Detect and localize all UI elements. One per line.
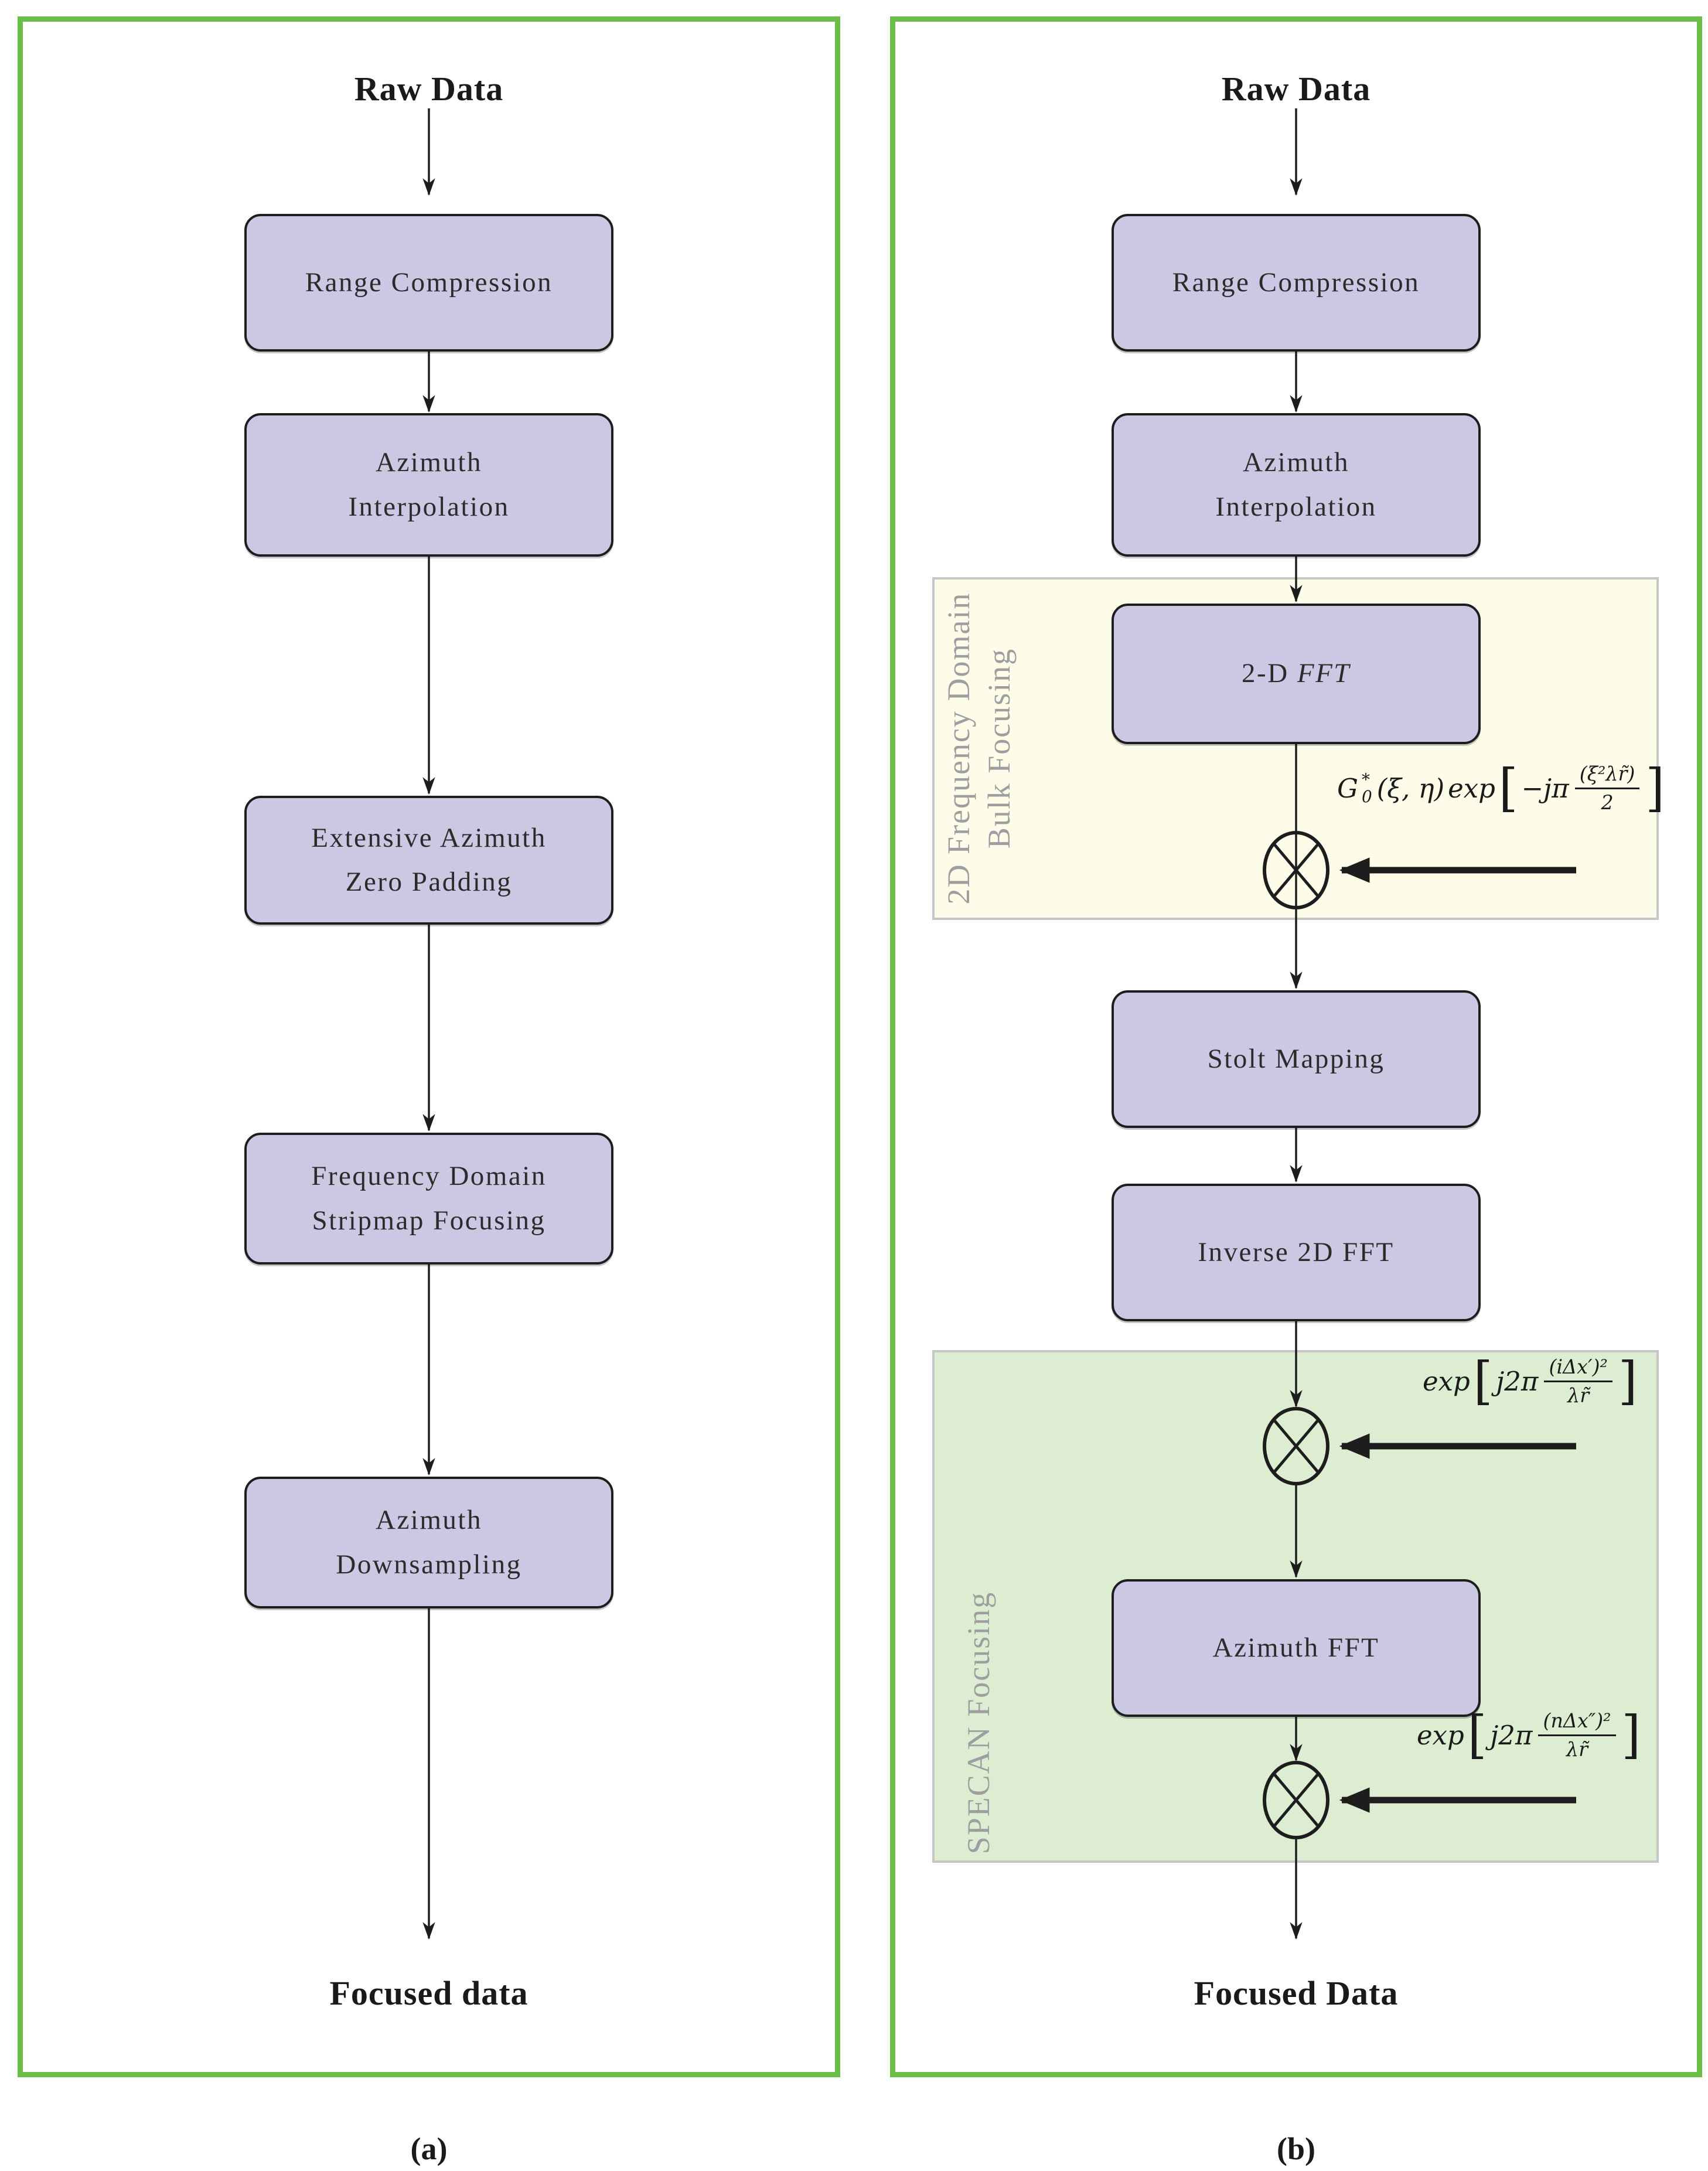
box-label: Azimuth FFT <box>1212 1632 1380 1663</box>
box-label-line2: Zero Padding <box>345 867 513 897</box>
focused-data-label-a: Focused data <box>329 1974 529 2012</box>
box-frequency-domain-stripmap-focusing: Frequency Domain Stripmap Focusing <box>244 1133 613 1265</box>
box-inverse-2d-fft: Inverse 2D FFT <box>1112 1184 1481 1321</box>
formula-fraction: (nΔx″)² λr̃ <box>1538 1709 1616 1761</box>
raw-data-label-b: Raw Data <box>1221 70 1371 108</box>
box-label-line1: Frequency Domain <box>311 1161 547 1192</box>
box-azimuth-downsampling: Azimuth Downsampling <box>244 1477 613 1608</box>
box-range-compression-b: Range Compression <box>1112 214 1481 352</box>
focused-data-label-b: Focused Data <box>1194 1974 1399 2012</box>
caption-a: (a) <box>410 2131 448 2166</box>
formula-fraction: (ξ²λr̃) 2 <box>1574 762 1640 814</box>
box-label: Inverse 2D FFT <box>1198 1236 1395 1267</box>
box-azimuth-interpolation-a: Azimuth Interpolation <box>244 413 613 557</box>
raw-data-label-a: Raw Data <box>354 70 504 108</box>
formula-lbracket: [ <box>1473 1351 1493 1411</box>
formula-rbracket: ] <box>1621 1705 1641 1765</box>
box-label: 2-D FFT <box>1242 652 1351 696</box>
specan-phase-formula-2: exp [ j2π (nΔx″)² λr̃ ] <box>1417 1709 1641 1761</box>
formula-lbracket: [ <box>1499 758 1518 818</box>
formula-lbracket: [ <box>1467 1705 1487 1765</box>
formula-func: exp <box>1423 1365 1470 1397</box>
formula-supsub: *0 <box>1361 769 1372 807</box>
box-azimuth-interpolation-b: Azimuth Interpolation <box>1112 413 1481 557</box>
box-label-line1: Azimuth <box>376 1505 482 1536</box>
box-label-plain: 2-D <box>1242 658 1289 689</box>
specan-focusing-region-label: SPECAN Focusing <box>957 1500 1001 1945</box>
bulk-focusing-region-label: 2D Frequency Domain Bulk Focusing <box>935 543 1023 953</box>
box-label: Range Compression <box>305 267 553 298</box>
formula-coef: j2π <box>1490 1719 1533 1751</box>
box-label-line2: Stripmap Focusing <box>312 1205 546 1236</box>
caption-b: (b) <box>1277 2131 1315 2166</box>
formula-coef: j2π <box>1496 1365 1539 1397</box>
specan-phase-formula-1: exp [ j2π (iΔx′)² λr̃ ] <box>1423 1355 1637 1407</box>
formula-coef: −jπ <box>1521 772 1569 804</box>
box-label-line1: Extensive Azimuth <box>311 822 547 853</box>
formula-fraction: (iΔx′)² λr̃ <box>1544 1355 1612 1407</box>
bulk-label-line1: 2D Frequency Domain <box>940 592 976 905</box>
formula-base: G <box>1337 772 1358 804</box>
box-stolt-mapping: Stolt Mapping <box>1112 990 1481 1128</box>
box-azimuth-fft: Azimuth FFT <box>1112 1579 1481 1717</box>
panel-b-frame <box>890 16 1702 2077</box>
formula-args: (ξ, η) <box>1376 772 1445 804</box>
formula-func: exp <box>1448 772 1495 804</box>
formula-func: exp <box>1417 1719 1464 1751</box>
box-2d-fft: 2-D FFT <box>1112 604 1481 744</box>
box-label: Stolt Mapping <box>1207 1043 1385 1074</box>
box-label-line1: Azimuth <box>376 447 482 478</box>
box-label-line1: Azimuth <box>1243 447 1349 478</box>
box-label-italic: FFT <box>1297 658 1351 689</box>
bulk-label-line2: Bulk Focusing <box>981 647 1017 849</box>
box-range-compression-a: Range Compression <box>244 214 613 352</box>
box-label-line2: Downsampling <box>336 1549 522 1580</box>
box-label-line2: Interpolation <box>348 491 510 522</box>
formula-rbracket: ] <box>1618 1351 1638 1411</box>
box-label: Range Compression <box>1172 267 1420 298</box>
specan-label-text: SPECAN Focusing <box>961 1591 997 1855</box>
box-extensive-azimuth-zero-padding: Extensive Azimuth Zero Padding <box>244 796 613 925</box>
panel-a-frame <box>18 16 840 2077</box>
bulk-phase-formula: G*0(ξ, η)exp [ −jπ (ξ²λr̃) 2 ] <box>1337 762 1665 814</box>
box-label-line2: Interpolation <box>1215 491 1377 522</box>
formula-rbracket: ] <box>1645 758 1665 818</box>
